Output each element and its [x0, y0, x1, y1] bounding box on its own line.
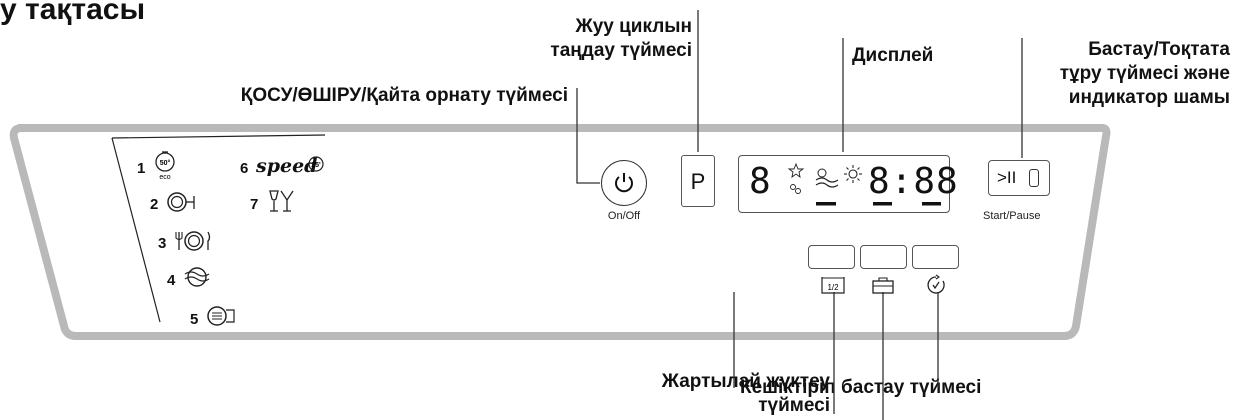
display-panel: 8 8:88: [738, 155, 958, 213]
display-underlines: [873, 202, 941, 206]
pot-icon: [167, 192, 195, 212]
start-pause-glyph: >II: [997, 168, 1017, 187]
start-pause-label: Start/Pause: [983, 210, 1041, 222]
glasses-icon: [269, 190, 294, 212]
rinse-wave-icon: [184, 267, 210, 287]
delay-start-button[interactable]: [912, 245, 959, 269]
program-number: 4: [167, 272, 176, 289]
half-load-icon: 1/2: [821, 277, 845, 294]
callout-line: Бастау/Тоқтата: [1088, 39, 1230, 60]
callout-half-load: Жартылай жүктеу түймесі: [600, 370, 830, 418]
tablet-icon: [872, 277, 894, 294]
control-panel-outline: [9, 124, 1111, 340]
callout-line: түймесі: [758, 395, 830, 416]
eco-50-icon: 50° eco: [155, 151, 175, 181]
callout-display: Дисплей: [852, 45, 934, 66]
program-number: 3: [158, 235, 167, 252]
callout-line: Жартылай жүктеу: [661, 371, 830, 392]
speed-label: speed: [256, 155, 318, 177]
callout-power-reset: ҚОСУ/ӨШІРУ/Қайта орнату түймесі: [240, 85, 568, 106]
display-digit-left: 8: [749, 161, 772, 202]
start-pause-button[interactable]: >II: [988, 160, 1050, 196]
page-title: у тақтасы: [0, 0, 146, 26]
program-divider: [111, 137, 161, 323]
display-time: 8:88: [868, 161, 959, 202]
callout-line: таңдау түймесі: [550, 40, 692, 61]
speed-badge: 25': [311, 162, 321, 169]
power-button[interactable]: [601, 160, 647, 206]
program-number: 1: [137, 160, 146, 177]
speed-icon: 25': [308, 156, 324, 172]
callout-line: тұру түймесі және: [1059, 63, 1230, 84]
program-number: 7: [250, 196, 259, 213]
half-load-button[interactable]: [808, 245, 855, 269]
callout-line: индикатор шамы: [1068, 87, 1230, 108]
callout-delay-start: Кешіктіріп бастау түймесі: [740, 377, 982, 398]
eco-temp-label: 50°: [160, 159, 171, 167]
program-number: 6: [240, 160, 249, 177]
program-select-button[interactable]: P: [681, 155, 715, 207]
program-select-letter: P: [690, 169, 706, 194]
callout-start-pause: Бастау/Тоқтата тұру түймесі және индикат…: [1020, 38, 1230, 110]
rinse-aid-salt-icons: [787, 162, 805, 194]
pot-steam-icon: [207, 306, 235, 326]
program-number: 2: [150, 196, 159, 213]
program-divider: [111, 134, 326, 139]
program-number: 5: [190, 311, 199, 328]
leader-line: [576, 88, 600, 184]
plate-cutlery-icon: [175, 231, 211, 251]
callout-line: Жуу циклын: [575, 16, 692, 37]
eco-label: eco: [159, 174, 170, 181]
half-load-mark: 1/2: [827, 283, 839, 292]
tablet-option-button[interactable]: [860, 245, 907, 269]
start-pause-indicator-light: [1029, 169, 1039, 187]
wash-phase-icon: [815, 168, 839, 206]
power-icon: [615, 173, 633, 193]
dry-sun-icon: [844, 165, 862, 183]
callout-cycle-select: Жуу циклын таңдау түймесі: [520, 15, 692, 63]
power-label: On/Off: [607, 210, 641, 222]
delay-clock-icon: [927, 274, 945, 294]
